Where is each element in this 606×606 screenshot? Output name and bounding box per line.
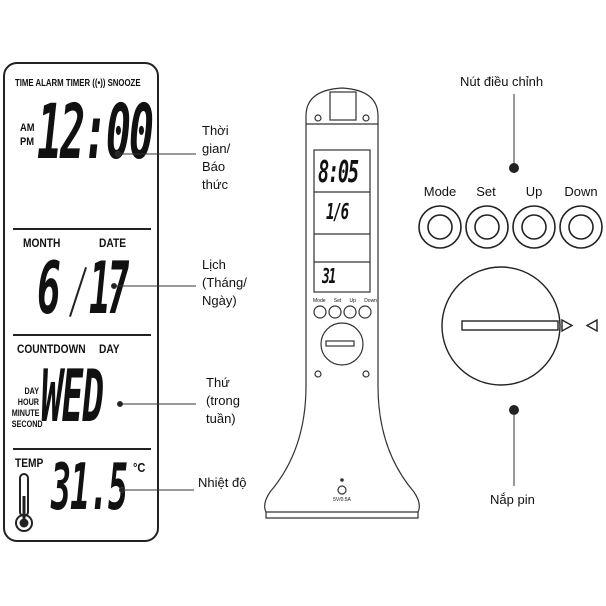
time-indicator: TIME <box>15 78 34 89</box>
unit-minute: MINUTE <box>11 408 40 418</box>
alarm-indicator: ALARM <box>35 78 64 89</box>
month-digits: 6 <box>37 246 61 330</box>
mini-up-label: Up <box>349 298 356 304</box>
weekday-digits: WED <box>41 354 104 438</box>
mode-button[interactable] <box>418 205 462 249</box>
down-button[interactable] <box>559 205 603 249</box>
timer-indicator: TIMER <box>65 78 91 89</box>
mini-button-labels: Mode Set Up Down <box>313 298 377 304</box>
buttons-title: Nút điều chỉnh <box>460 74 544 89</box>
mini-date: 1/6 <box>326 200 349 225</box>
battery-cover[interactable] <box>441 266 598 386</box>
up-button-label: Up <box>525 184 543 199</box>
callout-time-alarm: Thời gian/ Báo thức <box>202 123 231 192</box>
divider <box>13 334 151 336</box>
mini-temp: 31 <box>322 264 336 288</box>
countdown-units: DAY HOUR MINUTE SECOND <box>5 386 43 430</box>
snooze-indicator: SNOOZE <box>107 78 141 89</box>
temp-label: TEMP <box>15 456 44 470</box>
mode-button-label: Mode <box>423 184 457 199</box>
pm-indicator: PM <box>20 136 35 148</box>
mini-set-label: Set <box>333 298 342 304</box>
set-button-label: Set <box>476 184 496 199</box>
lcd-display-panel: TIME ALARM TIMER ((•)) SNOOZE AM PM 12:0… <box>3 62 159 542</box>
temp-digits: 31.5 <box>51 451 128 525</box>
divider <box>13 448 151 450</box>
day-label: DAY <box>99 342 120 356</box>
date-label: DATE <box>99 236 127 250</box>
countdown-label: COUNTDOWN <box>17 342 86 356</box>
mini-time: 8:05 <box>318 155 359 190</box>
celsius-unit: °C <box>133 460 146 475</box>
unit-second: SECOND <box>11 419 43 429</box>
divider <box>13 228 151 230</box>
mini-mode-label: Mode <box>313 298 326 304</box>
am-indicator: AM <box>20 122 35 134</box>
mini-down-label: Down <box>364 298 377 304</box>
set-button[interactable] <box>465 205 509 249</box>
time-digits: 12:00 <box>37 87 154 176</box>
unit-day: DAY <box>24 386 39 396</box>
battery-cover-label: Nắp pin <box>490 492 535 507</box>
up-button[interactable] <box>512 205 556 249</box>
bell-icon: ((•)) <box>92 78 106 89</box>
callout-calendar: Lịch (Tháng/ Ngày) <box>202 257 247 308</box>
callout-weekday: Thứ (trong tuần) <box>206 375 240 426</box>
unit-hour: HOUR <box>17 397 39 407</box>
date-digits: 17 <box>89 246 129 330</box>
down-button-label: Down <box>564 184 598 199</box>
thermometer-icon <box>15 473 33 532</box>
month-label: MONTH <box>23 236 61 250</box>
callout-temperature: Nhiệt độ <box>198 475 247 490</box>
power-label: 5V/0.5A <box>333 497 351 503</box>
